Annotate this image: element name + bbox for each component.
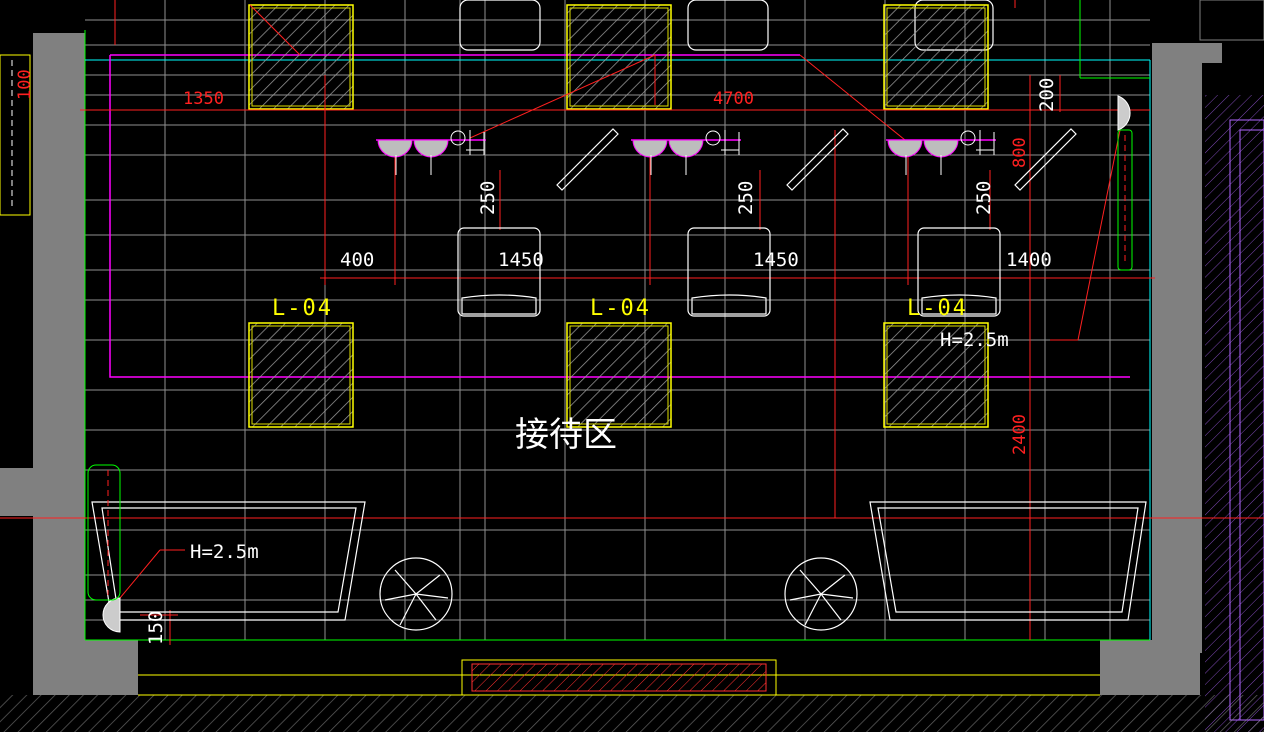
lamp-group <box>376 130 486 175</box>
label-l04-right: L-04 <box>907 296 968 321</box>
label-height-right: H=2.5m <box>940 329 1009 351</box>
wall-lights <box>556 128 1077 191</box>
room-name: 接待区 <box>515 415 617 455</box>
light-box <box>566 4 672 110</box>
lamp-fixtures <box>376 130 996 175</box>
benches <box>91 501 1147 621</box>
label-height-left: H=2.5m <box>190 541 259 563</box>
light-box <box>248 4 354 110</box>
label-l04-middle: L-04 <box>590 296 651 321</box>
dim-4700: 4700 <box>713 89 754 109</box>
walls <box>0 33 1222 695</box>
dim-1350: 1350 <box>183 89 224 109</box>
leader-lines <box>119 4 1121 599</box>
dim-100: 100 <box>15 69 35 100</box>
dim-400: 400 <box>340 249 374 271</box>
labels: L-04 L-04 L-04 H=2.5m H=2.5m 接待区 1350 47… <box>15 69 1058 645</box>
dim-1450-a: 1450 <box>498 249 544 271</box>
lamp-group <box>631 130 741 175</box>
bottom-band <box>0 659 1264 732</box>
dim-150: 150 <box>145 611 167 645</box>
wall-sconces <box>0 54 1133 633</box>
label-l04-left: L-04 <box>272 296 333 321</box>
dim-1400: 1400 <box>1006 249 1052 271</box>
lamp-group <box>886 130 996 175</box>
light-box <box>883 4 989 110</box>
light-box <box>566 322 672 428</box>
dim-1450-b: 1450 <box>753 249 799 271</box>
light-box <box>248 322 354 428</box>
light-boxes <box>248 4 989 428</box>
dim-250-c: 250 <box>973 181 995 215</box>
right-wall-hatch <box>1199 0 1264 732</box>
light-box <box>883 322 989 428</box>
dim-250-b: 250 <box>735 181 757 215</box>
chairs <box>457 227 1001 317</box>
plants <box>379 557 858 631</box>
dim-200: 200 <box>1036 78 1058 112</box>
dim-800: 800 <box>1010 137 1030 168</box>
ceiling-outline <box>109 54 1130 378</box>
dim-2400: 2400 <box>1010 414 1030 455</box>
dim-250-a: 250 <box>477 181 499 215</box>
